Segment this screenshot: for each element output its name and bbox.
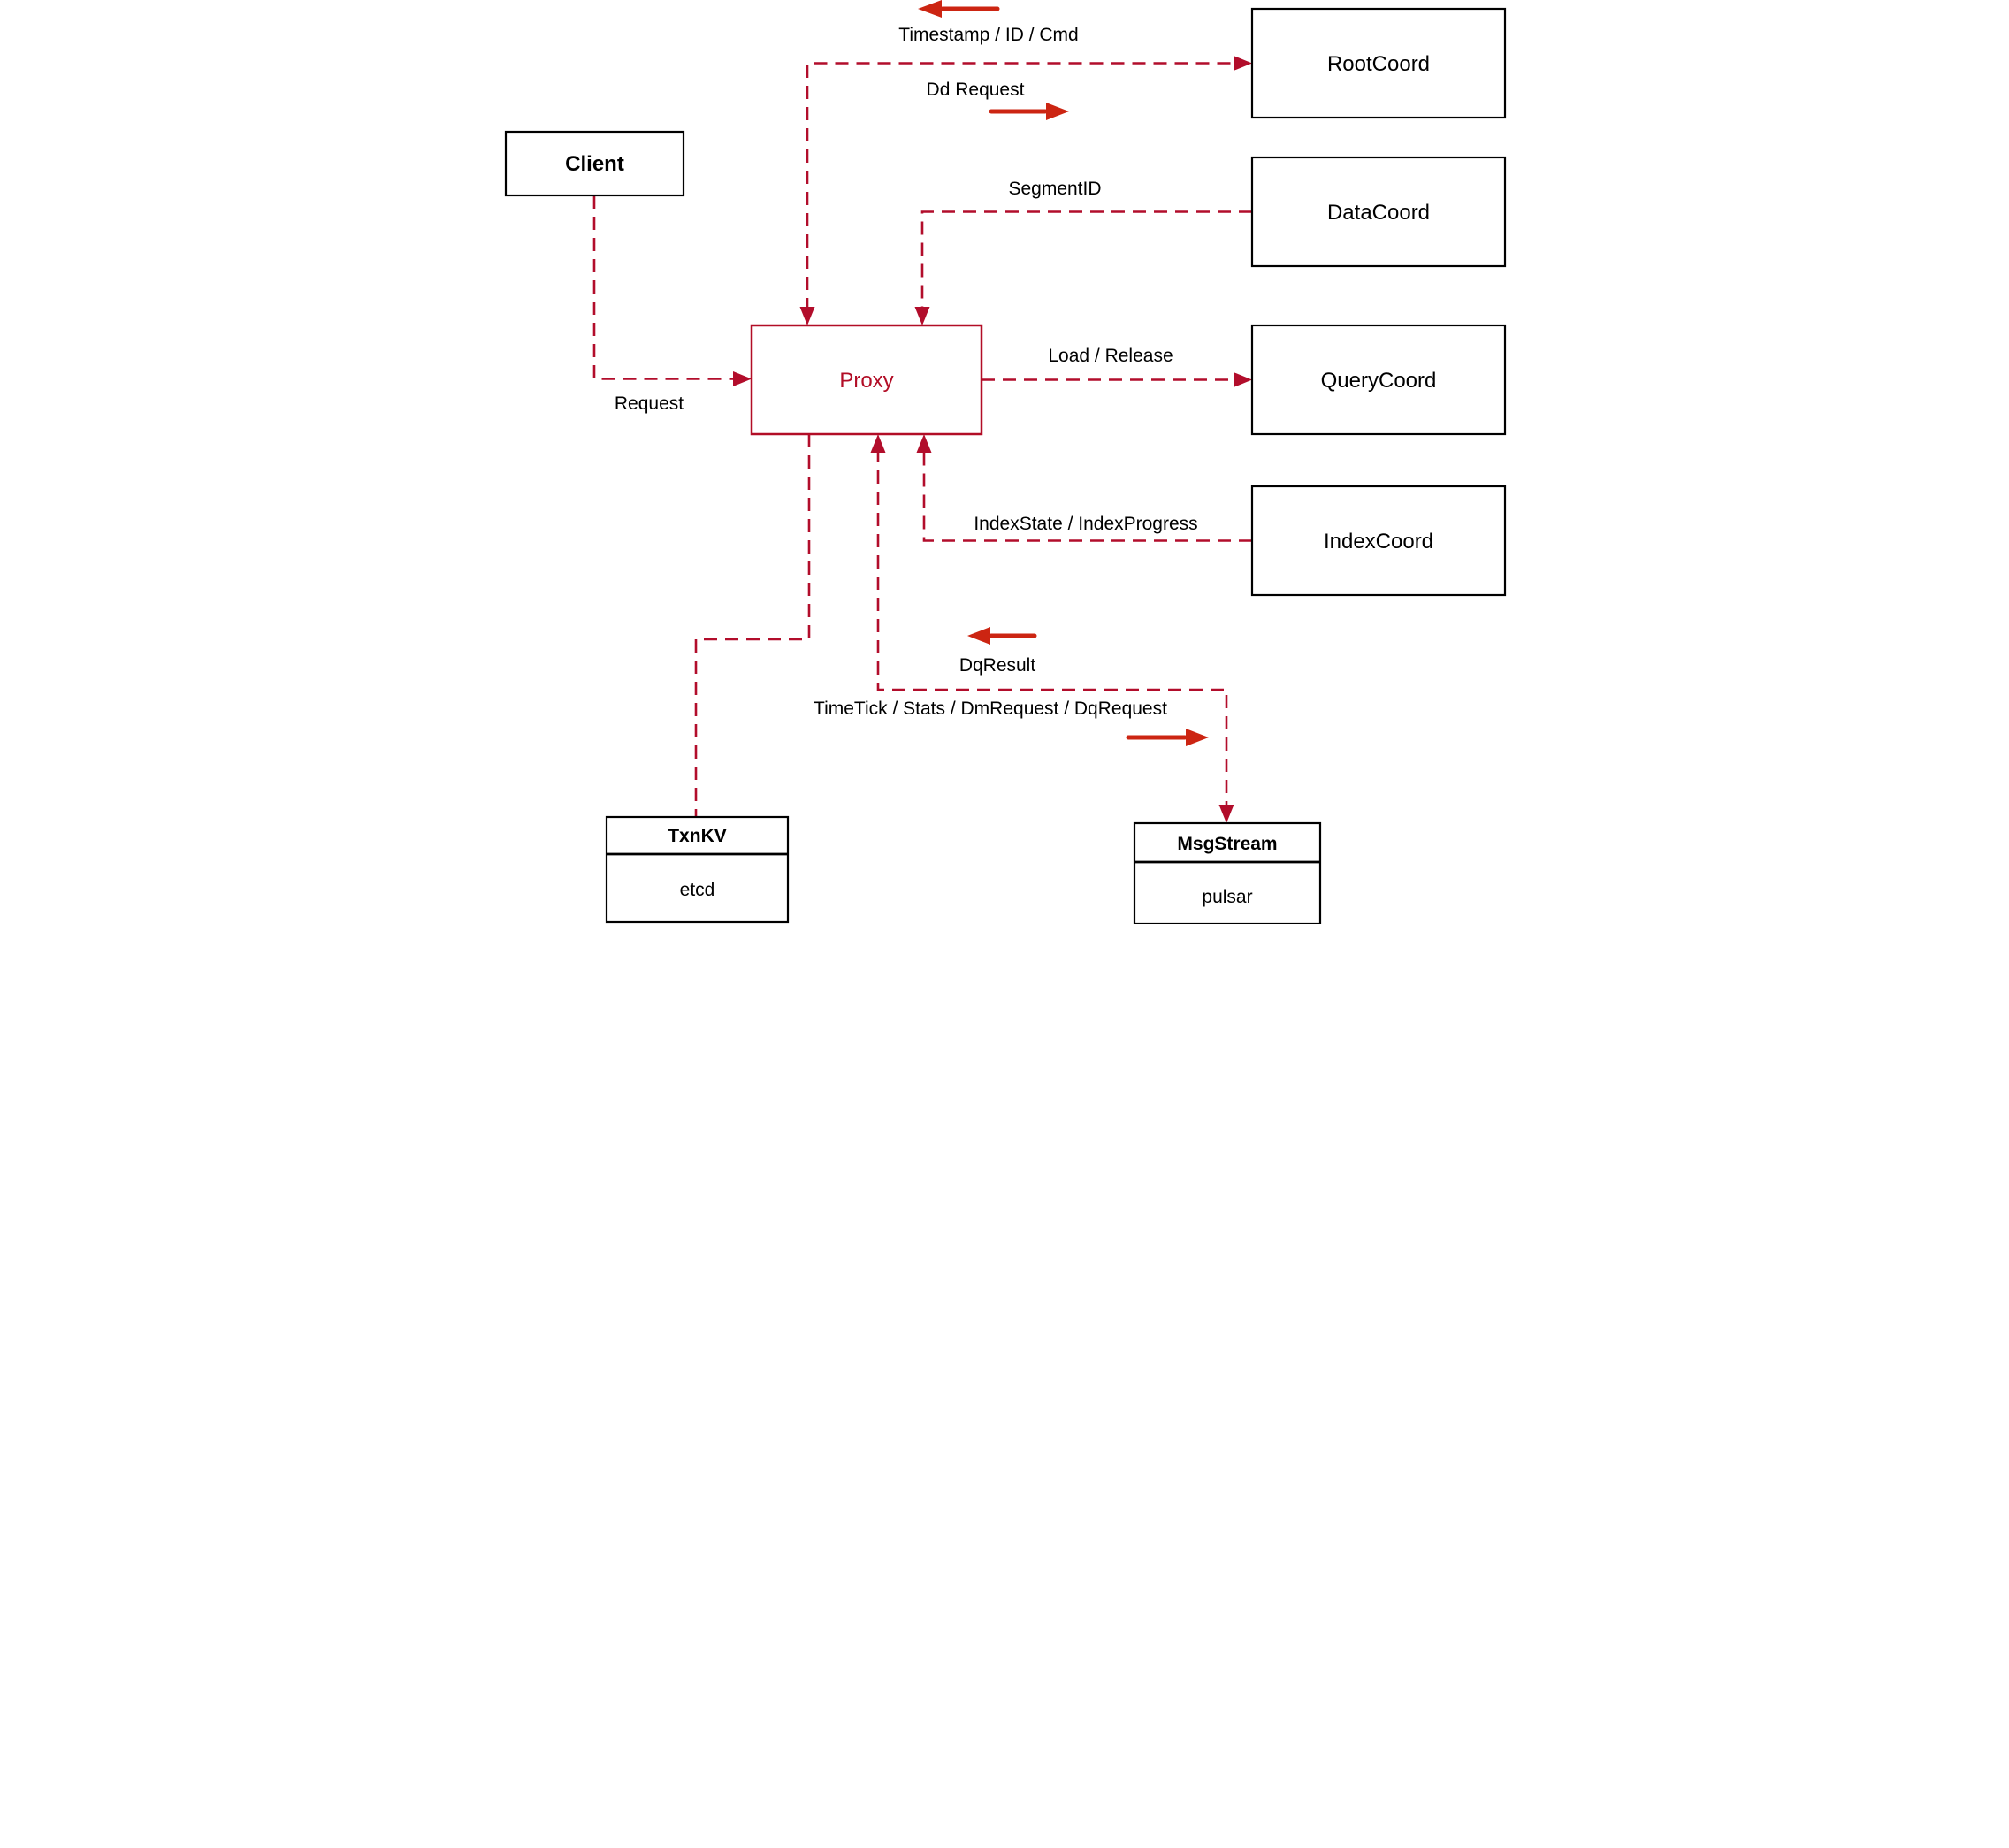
datacoord-label: DataCoord	[1327, 201, 1430, 225]
msgstream-impl: pulsar	[1202, 887, 1252, 907]
edge-client-proxy-line	[592, 195, 735, 380]
direction-arrow-left-dqresult-icon	[967, 627, 1037, 645]
arrowhead-into-proxy-top-left-icon	[799, 307, 815, 325]
node-rootcoord: RootCoord	[1250, 7, 1507, 119]
client-label: Client	[565, 152, 624, 176]
edge-proxy-msgstream-line	[876, 449, 1228, 806]
direction-arrow-right-timetick-icon	[1126, 729, 1209, 746]
node-indexcoord: IndexCoord	[1250, 485, 1507, 597]
direction-arrow-left-timestamp-icon	[918, 0, 1000, 18]
direction-arrow-right-dd-request-icon	[989, 103, 1069, 120]
node-msgstream: MsgStream pulsar	[1133, 821, 1322, 924]
edge-proxy-querycoord	[982, 372, 1252, 387]
proxy-label: Proxy	[839, 369, 893, 393]
arrowhead-into-rootcoord-icon	[1234, 56, 1252, 71]
node-querycoord: QueryCoord	[1250, 324, 1507, 436]
architecture-diagram: Timestamp / ID / Cmd Dd Request SegmentI…	[502, 0, 1507, 924]
edge-label-request: Request	[615, 393, 684, 414]
edge-datacoord-proxy-line	[920, 210, 1252, 310]
indexcoord-box	[1250, 485, 1507, 597]
arrow-head	[1046, 103, 1069, 120]
edge-proxy-txnkv	[694, 434, 811, 817]
edge-label-segment-id: SegmentID	[1008, 179, 1101, 199]
txnkv-impl: etcd	[680, 880, 715, 900]
rootcoord-label: RootCoord	[1327, 52, 1430, 76]
arrow-head	[1186, 729, 1209, 746]
msgstream-title: MsgStream	[1177, 834, 1277, 854]
node-datacoord: DataCoord	[1250, 156, 1507, 268]
arrowhead-into-msgstream-icon	[1218, 805, 1234, 823]
node-proxy: Proxy	[750, 324, 983, 436]
indexcoord-label: IndexCoord	[1324, 530, 1433, 554]
edge-label-timetick: TimeTick / Stats / DmRequest / DqRequest	[814, 699, 1167, 719]
diagram-canvas: Timestamp / ID / Cmd Dd Request SegmentI…	[504, 0, 1507, 924]
edge-proxy-txnkv-line	[694, 434, 811, 817]
edge-datacoord-proxy	[914, 210, 1252, 325]
edge-proxy-rootcoord-line	[806, 62, 1235, 311]
edge-label-timestamp-id-cmd: Timestamp / ID / Cmd	[898, 25, 1078, 45]
txnkv-box	[605, 815, 790, 924]
arrowhead-into-proxy-top-right-icon	[914, 307, 930, 325]
txnkv-title: TxnKV	[668, 826, 727, 846]
edge-proxy-rootcoord	[799, 56, 1252, 325]
msgstream-box	[1133, 821, 1322, 924]
arrow-head	[967, 627, 990, 645]
edge-label-load-release: Load / Release	[1048, 346, 1173, 366]
proxy-box	[750, 324, 983, 436]
rootcoord-box	[1250, 7, 1507, 119]
node-client: Client	[504, 130, 685, 197]
edge-proxy-msgstream	[870, 434, 1234, 823]
edge-client-proxy	[592, 195, 752, 386]
edge-indexcoord-proxy-line	[922, 449, 1252, 542]
edge-label-dd-request: Dd Request	[927, 80, 1025, 100]
edge-label-dq-result: DqResult	[959, 655, 1036, 676]
edge-indexcoord-proxy	[916, 434, 1252, 542]
querycoord-box	[1250, 324, 1507, 436]
arrowhead-into-proxy-bottom-right-icon	[916, 434, 932, 453]
node-txnkv: TxnKV etcd	[605, 815, 790, 924]
arrowhead-into-proxy-bottom-middle-icon	[870, 434, 886, 453]
datacoord-box	[1250, 156, 1507, 268]
querycoord-label: QueryCoord	[1321, 369, 1437, 393]
arrowhead-into-querycoord-icon	[1234, 372, 1252, 387]
arrow-head	[918, 0, 942, 18]
edge-label-index-state: IndexState / IndexProgress	[974, 514, 1197, 534]
arrowhead-into-proxy-left-icon	[733, 371, 752, 386]
client-box	[504, 130, 685, 197]
